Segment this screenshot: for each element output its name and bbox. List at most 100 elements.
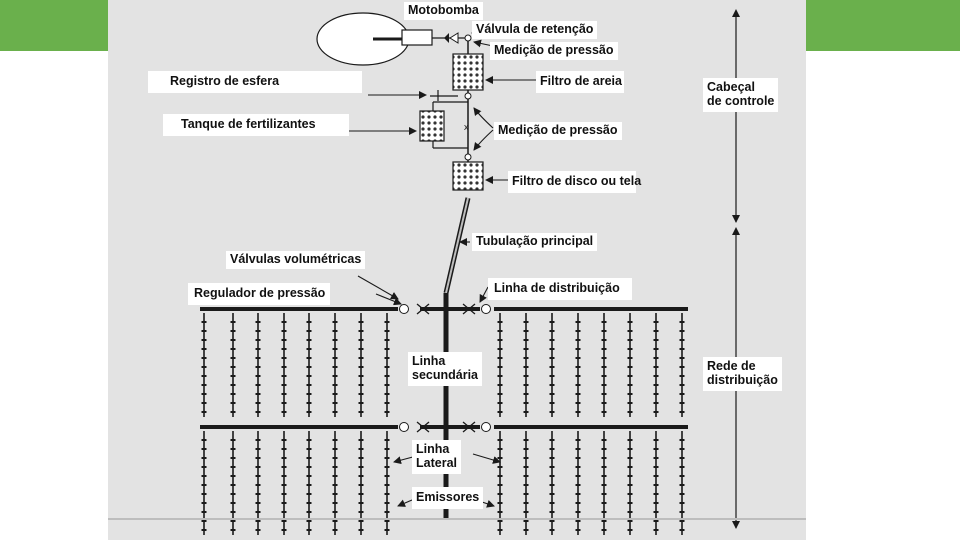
emitter xyxy=(384,529,390,531)
emitter xyxy=(230,384,236,386)
emitter xyxy=(230,493,236,495)
emitter xyxy=(255,466,261,468)
emitter xyxy=(332,366,338,368)
emitter xyxy=(332,439,338,441)
emitter xyxy=(255,366,261,368)
emitter xyxy=(306,402,312,404)
emitter xyxy=(679,520,685,522)
emitter xyxy=(549,439,555,441)
emitter xyxy=(384,321,390,323)
label-rede-distribuicao: Rede de distribuição xyxy=(703,357,782,391)
pump-box xyxy=(401,29,433,46)
emitter xyxy=(523,439,529,441)
emitter xyxy=(201,502,207,504)
emitter xyxy=(601,321,607,323)
emitter xyxy=(358,384,364,386)
emitter xyxy=(332,348,338,350)
emitter xyxy=(653,448,659,450)
emitter xyxy=(384,484,390,486)
emitter xyxy=(575,348,581,350)
emitter xyxy=(575,357,581,359)
emitter xyxy=(601,384,607,386)
emitter xyxy=(306,366,312,368)
emitter xyxy=(230,348,236,350)
emitter xyxy=(306,339,312,341)
emitter xyxy=(281,402,287,404)
emitter xyxy=(575,466,581,468)
emitter xyxy=(523,475,529,477)
emitter xyxy=(523,402,529,404)
emitter xyxy=(549,457,555,459)
emitter xyxy=(653,384,659,386)
emitter xyxy=(575,520,581,522)
emitter xyxy=(601,502,607,504)
emitter xyxy=(384,393,390,395)
emitter xyxy=(201,330,207,332)
emitter xyxy=(601,348,607,350)
emitter xyxy=(523,511,529,513)
label-filtro-areia: Filtro de areia xyxy=(536,71,624,93)
emitter xyxy=(332,484,338,486)
emitter xyxy=(281,511,287,513)
emitter xyxy=(230,393,236,395)
label-medicao-pressao-2: Medição de pressão xyxy=(494,122,622,140)
emitter xyxy=(358,493,364,495)
emitter xyxy=(523,520,529,522)
emitter xyxy=(549,366,555,368)
emitter xyxy=(653,321,659,323)
emitter xyxy=(653,357,659,359)
emitter xyxy=(679,448,685,450)
emitter xyxy=(497,375,503,377)
emitter xyxy=(281,339,287,341)
emitter xyxy=(627,502,633,504)
emitter xyxy=(281,493,287,495)
emitter xyxy=(575,384,581,386)
emitter xyxy=(653,529,659,531)
label-filtro-disco: Filtro de disco ou tela xyxy=(508,171,641,193)
emitter xyxy=(358,339,364,341)
emitter xyxy=(332,330,338,332)
emitter xyxy=(384,520,390,522)
emitter xyxy=(306,511,312,513)
emitter xyxy=(281,439,287,441)
emitter xyxy=(281,321,287,323)
emitter xyxy=(497,330,503,332)
emitter xyxy=(358,520,364,522)
emitter xyxy=(255,330,261,332)
emitter xyxy=(575,330,581,332)
emitter xyxy=(384,339,390,341)
emitter xyxy=(497,520,503,522)
emitter xyxy=(679,457,685,459)
emitter xyxy=(549,502,555,504)
emitter xyxy=(255,448,261,450)
emitter xyxy=(358,393,364,395)
emitter xyxy=(201,402,207,404)
emitter xyxy=(575,484,581,486)
emitter xyxy=(627,393,633,395)
emitter xyxy=(497,384,503,386)
emitter xyxy=(549,448,555,450)
emitter xyxy=(601,475,607,477)
emitter xyxy=(255,393,261,395)
emitter xyxy=(497,484,503,486)
emitter xyxy=(627,348,633,350)
emitter xyxy=(627,484,633,486)
label-tanque-fertilizantes: Tanque de fertilizantes xyxy=(163,114,349,136)
emitter xyxy=(358,448,364,450)
emitter xyxy=(523,393,529,395)
label-linha-distribuicao: Linha de distribuição xyxy=(488,278,632,300)
emitter xyxy=(255,511,261,513)
emitter xyxy=(575,457,581,459)
emitter xyxy=(201,375,207,377)
emitter xyxy=(601,357,607,359)
emitter xyxy=(679,493,685,495)
emitter xyxy=(653,411,659,413)
emitter xyxy=(230,529,236,531)
emitter xyxy=(523,484,529,486)
emitter xyxy=(523,457,529,459)
emitter xyxy=(306,493,312,495)
emitter xyxy=(255,348,261,350)
emitter xyxy=(549,466,555,468)
emitter xyxy=(679,466,685,468)
emitter xyxy=(549,339,555,341)
